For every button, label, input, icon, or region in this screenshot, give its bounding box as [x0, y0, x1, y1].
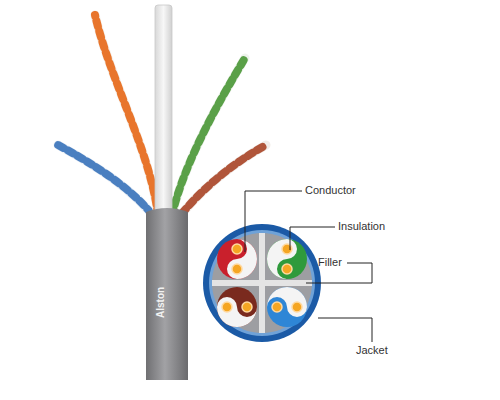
brand-print: Alston: [154, 287, 167, 318]
cross-section: [203, 224, 321, 342]
green-pair: [172, 58, 245, 215]
leader-line: [290, 227, 335, 250]
filler-spline: [155, 5, 172, 220]
leader-lines: [245, 191, 372, 342]
part-label: Jacket: [356, 344, 388, 357]
part-label: Conductor: [305, 184, 356, 197]
part-label: Insulation: [338, 220, 385, 233]
part-label: Filler: [318, 256, 342, 269]
leader-line: [245, 191, 302, 252]
cable-jacket: [146, 208, 188, 380]
orange-pair: [95, 15, 158, 215]
leader-line: [318, 318, 372, 342]
